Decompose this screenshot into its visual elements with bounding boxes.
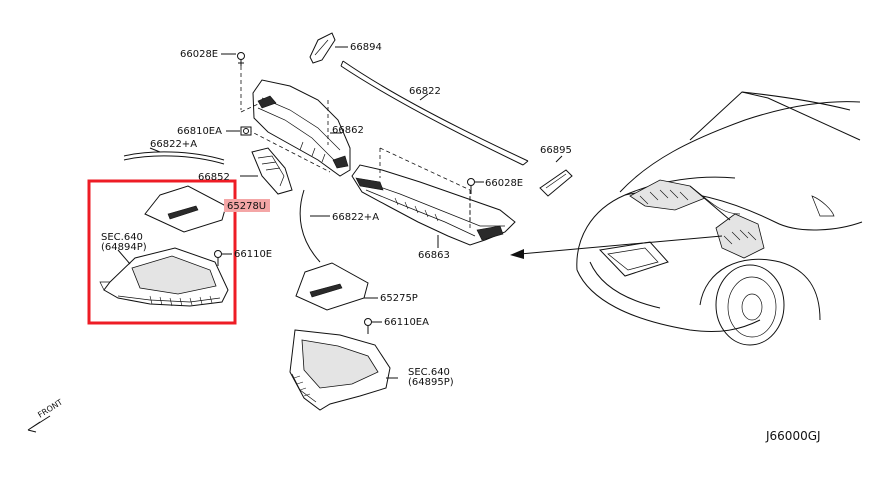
label-66028e-right: 66028E <box>485 178 523 189</box>
part-66822-seal[interactable] <box>340 60 529 166</box>
part-66110e-clip[interactable] <box>214 250 222 267</box>
part-64894p-panel[interactable] <box>99 247 229 307</box>
label-66862: 66862 <box>332 125 364 136</box>
part-66863-cowl-top[interactable] <box>351 164 516 246</box>
front-direction-arrow <box>27 415 51 433</box>
label-65278u: 65278U <box>227 201 266 212</box>
label-66863: 66863 <box>418 250 450 261</box>
part-66028e-top-clip[interactable] <box>237 52 245 67</box>
label-sec640-left: SEC.640 <box>101 232 143 243</box>
label-66895: 66895 <box>540 145 572 156</box>
label-66028e-top: 66028E <box>180 49 218 60</box>
label-66852: 66852 <box>198 172 230 183</box>
label-65275p: 65275P <box>380 293 418 304</box>
label-sec640-right: SEC.640 <box>408 367 450 378</box>
label-sec640-right-ref: (64895P) <box>408 377 454 388</box>
part-65278u-insulator[interactable] <box>144 185 227 233</box>
part-66810ea-grommet[interactable] <box>240 126 252 136</box>
label-66894: 66894 <box>350 42 382 53</box>
diagram-code: J66000GJ <box>765 429 821 443</box>
part-66862-cowl-top[interactable] <box>252 79 351 177</box>
highlight-label-bg <box>224 199 270 212</box>
part-66895-bracket[interactable] <box>539 169 573 197</box>
vehicle-illustration <box>576 91 863 346</box>
part-66894[interactable] <box>309 32 336 64</box>
label-66810ea: 66810EA <box>177 126 222 137</box>
label-66822a-left: 66822+A <box>150 139 197 150</box>
part-66822a-mid-seal[interactable] <box>299 189 321 263</box>
label-66822: 66822 <box>409 86 441 97</box>
part-66852-side-cover[interactable] <box>251 147 293 195</box>
part-66822a-left-seal[interactable] <box>123 151 225 165</box>
label-sec640-left-ref: (64894P) <box>101 242 147 253</box>
part-66028e-right-clip[interactable] <box>467 178 475 195</box>
label-66822a-mid: 66822+A <box>332 212 379 223</box>
highlight-box <box>87 179 237 325</box>
label-66110ea: 66110EA <box>384 317 429 328</box>
label-66110e: 66110E <box>234 249 272 260</box>
part-65275p-insulator[interactable] <box>295 262 369 311</box>
pointer-arrow <box>510 235 723 259</box>
front-label: FRONT <box>36 398 64 420</box>
part-66110ea-clip[interactable] <box>364 318 372 335</box>
part-64895p-panel[interactable] <box>289 329 391 411</box>
